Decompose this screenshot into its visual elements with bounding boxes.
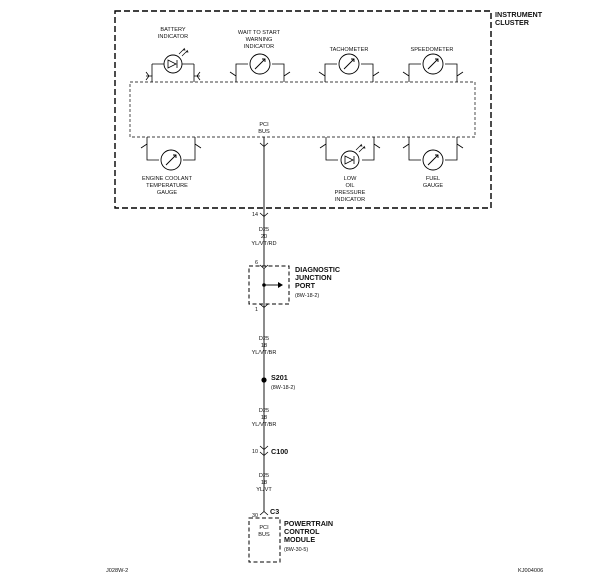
wire-1-line2: 20: [261, 234, 267, 240]
gauge-icon-needle: [427, 154, 439, 166]
pcm-connector-label: C3: [270, 507, 279, 516]
coolant-label-line3: GAUGE: [157, 190, 177, 196]
oil-bracket: [319, 137, 381, 161]
fuel-label-line1: FUEL: [426, 176, 440, 182]
djp-title-line3: PORT: [295, 281, 316, 290]
coolant-label-line2: TEMPERATURE: [146, 183, 188, 189]
wire-2-line1: D25: [259, 336, 269, 342]
fuel-label-line2: GAUGE: [423, 183, 443, 189]
instrument-cluster-title-line1: INSTRUMENT: [495, 10, 543, 19]
wire-1-line1: D25: [259, 227, 269, 233]
cluster-connector-chevron: [259, 212, 269, 218]
pcm-title-line3: MODULE: [284, 535, 315, 544]
diagnostic-junction-port: 6 DIAGNOSTIC JUNCTION PORT (8W-18-2) 1: [248, 260, 340, 313]
djp-ref: (8W-18-2): [295, 293, 319, 299]
speedo-label: SPEEDOMETER: [411, 47, 454, 53]
pcm-connector-chevron: [259, 510, 269, 516]
pci-bus-label-line1: PCI: [259, 122, 269, 128]
powertrain-control-module: 30 C3 PCI BUS POWERTRAIN CONTROL MODULE …: [248, 507, 333, 563]
wire-4-line1: D25: [259, 473, 269, 479]
wire-1-line3: YL/VT/RD: [251, 241, 276, 247]
wire-3-line2: 18: [261, 415, 267, 421]
footer-left-code: J028W-2: [106, 568, 128, 574]
pcm-title-line2: CONTROL: [284, 527, 320, 536]
instrument-cluster-border: [114, 10, 492, 209]
djp-pin-top: 6: [255, 260, 258, 266]
gauge-icon-needle: [343, 58, 355, 70]
oil-label-line1: LOW: [344, 176, 357, 182]
battery-label-line1: BATTERY: [160, 27, 186, 33]
component-tachometer: TACHOMETER: [318, 47, 380, 82]
connector-c100: 10 C100: [252, 445, 288, 457]
splice-label: S201: [271, 373, 288, 382]
djp-border: [248, 265, 290, 305]
pcm-title-line1: POWERTRAIN: [284, 519, 333, 528]
pcm-pci-line1: PCI: [259, 525, 269, 531]
djp-branch-arrow: [278, 282, 283, 288]
lamp-icon: [340, 150, 360, 170]
wait-label-line3: INDICATOR: [244, 44, 274, 50]
tach-bracket: [318, 63, 380, 82]
wait-bracket: [229, 63, 291, 82]
footer-right-code: KJ004006: [518, 568, 543, 574]
component-wait-to-start-indicator: WAIT TO START WARNING INDICATOR: [229, 30, 291, 82]
component-fuel-gauge: FUEL GAUGE: [402, 137, 464, 189]
splice-ref: (8W-18-2): [271, 385, 295, 391]
instrument-cluster: INSTRUMENT CLUSTER PCI BUS BATTERY INDIC…: [114, 10, 543, 209]
gauge-icon-needle: [254, 58, 266, 70]
gauge-icon-needle: [165, 154, 177, 166]
speedo-bracket: [402, 63, 464, 82]
main-wire: 14 D25 20 YL/VT/RD: [251, 208, 277, 266]
pcm-pin: 30: [252, 513, 258, 519]
lamp-icon-rays: [178, 47, 189, 57]
wire-4-line2: 18: [261, 480, 267, 486]
lamp-icon-diode: [344, 155, 355, 165]
component-low-oil-pressure-indicator: LOW OIL PRESSURE INDICATOR: [319, 137, 381, 203]
coolant-bracket: [140, 137, 202, 161]
djp-pin-bottom: 1: [255, 307, 258, 313]
wait-label-line2: WARNING: [246, 37, 273, 43]
wire-3-line1: D25: [259, 408, 269, 414]
oil-label-line3: PRESSURE: [335, 190, 366, 196]
cluster-connector-pin: 14: [252, 212, 258, 218]
c100-chevron-upper: [259, 445, 269, 451]
tach-label: TACHOMETER: [330, 47, 369, 53]
oil-label-line2: OIL: [345, 183, 354, 189]
pci-bus-wire-chevron: [259, 142, 269, 148]
pci-bus-label-line2: BUS: [258, 129, 270, 135]
lamp-icon: [163, 54, 183, 74]
instrument-cluster-title-line2: CLUSTER: [495, 18, 530, 27]
oil-label-line4: INDICATOR: [335, 197, 365, 203]
djp-title-line1: DIAGNOSTIC: [295, 265, 340, 274]
wait-label-line1: WAIT TO START: [238, 30, 281, 36]
component-engine-coolant-gauge: ENGINE COOLANT TEMPERATURE GAUGE: [140, 137, 202, 196]
coolant-label-line1: ENGINE COOLANT: [142, 176, 193, 182]
lamp-icon-rays: [355, 143, 366, 153]
wire-2-line3: YL/VT/BR: [252, 350, 277, 356]
component-speedometer: SPEEDOMETER: [402, 47, 464, 82]
wire-2-line2: 18: [261, 343, 267, 349]
component-battery-indicator: BATTERY INDICATOR: [145, 27, 201, 82]
gauge-icon-needle: [427, 58, 439, 70]
c100-pin: 10: [252, 449, 258, 455]
pcm-border: [248, 517, 281, 563]
pcm-ref: (8W-30-5): [284, 547, 308, 553]
lamp-icon-diode: [167, 59, 178, 69]
pci-bus-box: [129, 81, 476, 138]
pcm-pci-line2: BUS: [258, 532, 270, 538]
c100-chevron-lower: [259, 451, 269, 457]
splice-s201: S201 (8W-18-2): [261, 373, 295, 391]
splice-dot: [261, 377, 267, 383]
fuel-bracket: [402, 137, 464, 161]
wire-3-line3: YL/VT/BR: [252, 422, 277, 428]
djp-title-line2: JUNCTION: [295, 273, 332, 282]
c100-label: C100: [271, 447, 288, 456]
wire-4-line3: YL/VT: [256, 487, 272, 493]
battery-label-line2: INDICATOR: [158, 34, 188, 40]
